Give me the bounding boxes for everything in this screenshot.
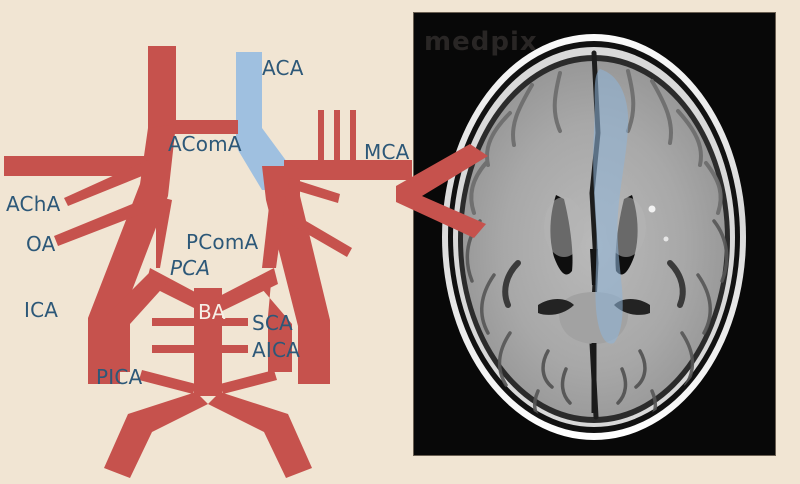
brain-mri-image: medpix (414, 13, 775, 455)
label-acha: AChA (6, 192, 61, 216)
right-ambient-cistern (538, 299, 574, 315)
vessel-schematic (4, 46, 412, 478)
left-pcoma-vessel (156, 196, 172, 268)
pica-branch-left (139, 370, 196, 394)
oa-branch (54, 200, 146, 246)
infarct-highlight-region (593, 69, 629, 344)
label-pcoma: PComA (186, 230, 259, 254)
label-sca: SCA (252, 311, 293, 335)
aica-branch-left (152, 345, 196, 353)
acha-branch (64, 160, 152, 206)
pica-branch-right (220, 370, 277, 394)
arterial-tree (4, 46, 412, 478)
label-acoma: AComA (168, 132, 242, 156)
white-matter-hyperintensity (648, 205, 656, 213)
label-ica: ICA (24, 298, 59, 322)
right-acha-branch (288, 178, 340, 203)
axial-flair-slice (414, 13, 775, 455)
white-matter-hyperintensity (663, 236, 669, 242)
sca-branch-right (220, 318, 248, 326)
aica-branch-right (220, 345, 248, 353)
sca-branch-left (152, 318, 196, 326)
left-ambient-cistern (614, 299, 650, 315)
left-aca-stem (148, 46, 176, 132)
mca-branch-3 (350, 110, 356, 162)
right-pca-descending (256, 272, 292, 372)
mca-branch-2 (334, 110, 340, 162)
occipital-sulci (541, 349, 647, 405)
label-aica: AICA (252, 338, 301, 362)
right-pcoma-vessel (262, 196, 286, 268)
right-sylvian-fissure (502, 260, 521, 308)
right-mca-horizontal (284, 160, 412, 180)
left-pca-descending (106, 272, 168, 372)
right-oa-branch (290, 214, 352, 257)
aca-vessel-highlighted (236, 52, 290, 190)
right-vertebral-artery (208, 392, 312, 478)
label-pca: PCA (170, 256, 211, 280)
basilar-artery (194, 288, 222, 396)
label-aca: ACA (262, 56, 304, 80)
mca-branch-1 (318, 110, 324, 162)
label-ba: BA (198, 300, 226, 324)
label-oa: OA (26, 232, 56, 256)
right-basal-ganglia (544, 197, 584, 257)
label-mca: MCA (364, 140, 410, 164)
brain-internal-structures (465, 50, 729, 425)
left-vertebral-artery (104, 392, 208, 478)
left-sylvian-fissure (667, 260, 686, 308)
acoma-vessel (166, 120, 238, 134)
label-pica: PICA (96, 365, 143, 389)
circle-of-willis-diagram: ACA AComA MCA AChA OA PComA PCA ICA BA S… (4, 46, 412, 478)
